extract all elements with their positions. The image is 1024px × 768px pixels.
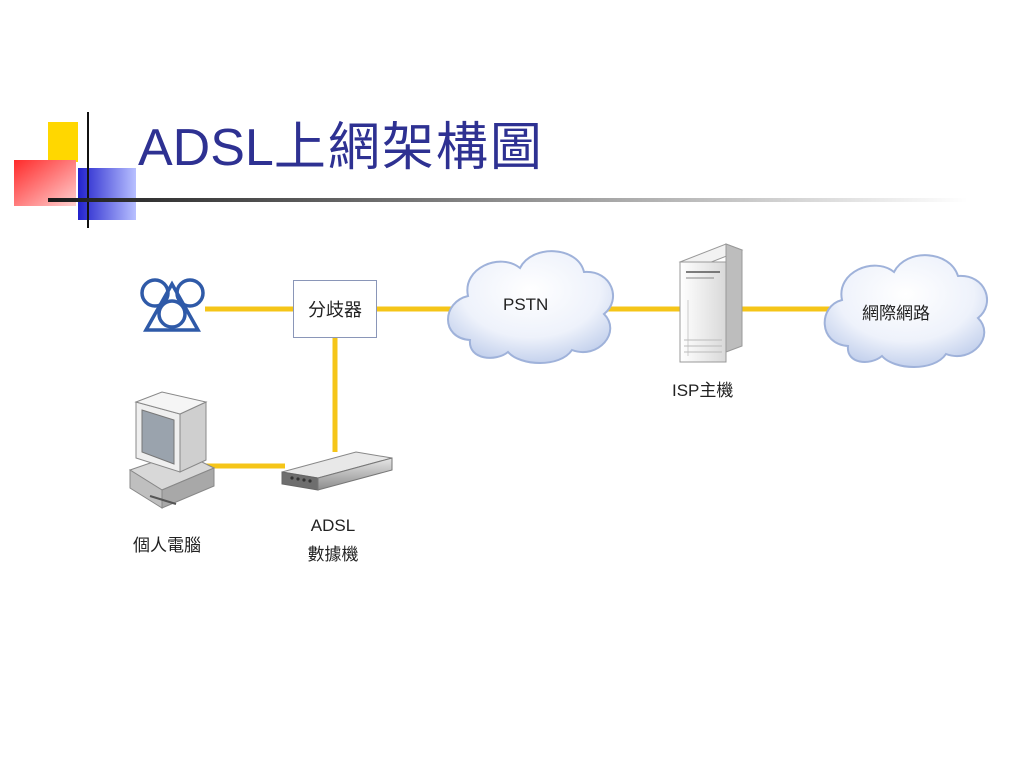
pstn-label: PSTN bbox=[503, 295, 549, 314]
modem-label-line2: 數據機 bbox=[307, 545, 359, 564]
modem-label-line1: ADSL bbox=[310, 516, 356, 535]
page-title: ADSL上網架構圖 bbox=[138, 118, 544, 178]
title-cjk: 上網架構圖 bbox=[273, 118, 544, 178]
title-latin: ADSL bbox=[138, 119, 274, 177]
isp-host-label: ISP主機 bbox=[672, 381, 734, 400]
adsl-modem-icon bbox=[281, 451, 393, 491]
connections bbox=[205, 306, 830, 469]
server-tower-icon bbox=[678, 243, 744, 363]
pstn-cloud-icon bbox=[447, 250, 614, 364]
personal-computer-icon bbox=[128, 391, 216, 509]
telephone-network-icon bbox=[140, 278, 205, 332]
header-decoration bbox=[14, 112, 968, 228]
splitter-label: 分歧器 bbox=[308, 300, 362, 320]
internet-label: 網際網路 bbox=[862, 304, 930, 323]
pc-label: 個人電腦 bbox=[133, 536, 201, 555]
blue-square bbox=[78, 168, 136, 220]
splitter-box: 分歧器 bbox=[293, 280, 377, 338]
title-rule bbox=[48, 198, 968, 202]
yellow-square bbox=[48, 122, 78, 162]
internet-cloud-icon bbox=[823, 254, 988, 368]
